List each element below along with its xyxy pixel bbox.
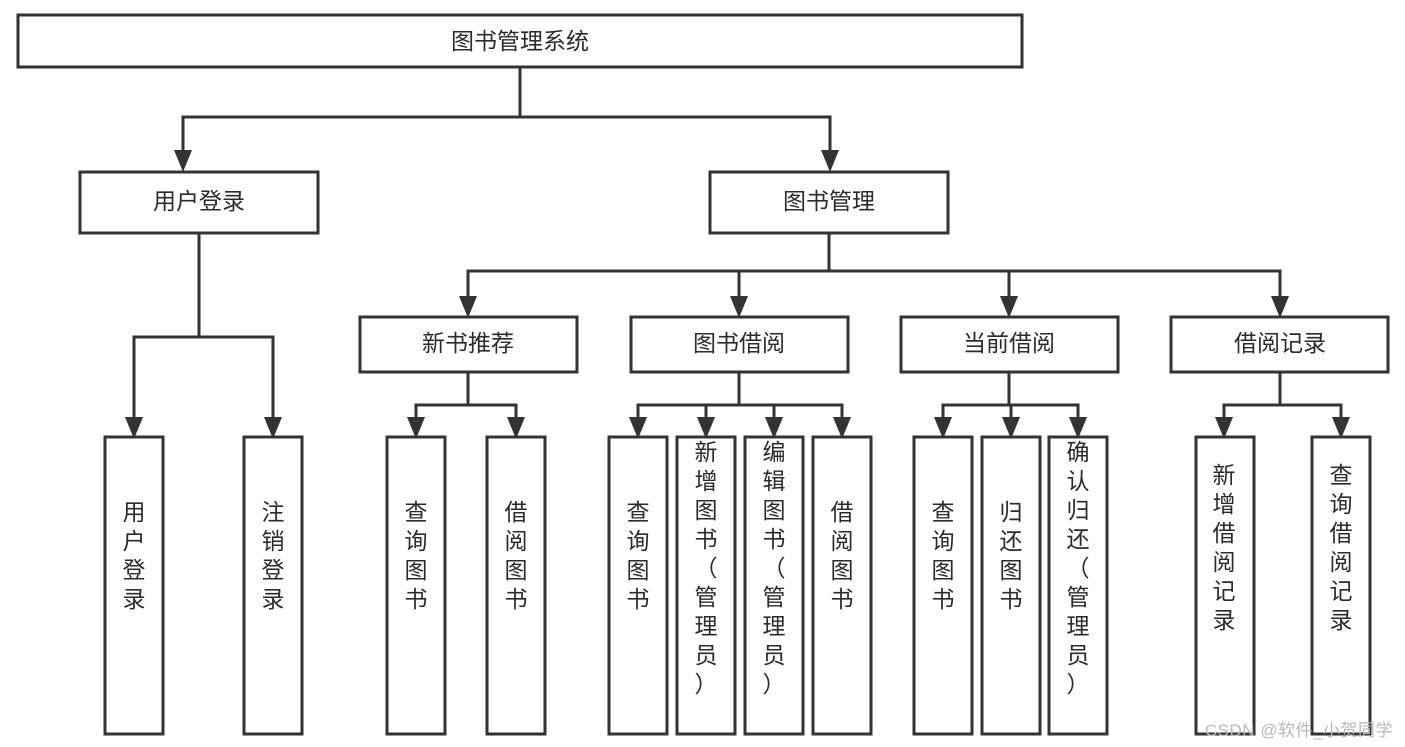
node-leaf-query-book-2-label: 查询图书 [627,499,650,612]
node-leaf-query-book-3-label: 查询图书 [932,499,955,612]
node-new-book-recommend-label: 新书推荐 [422,330,514,356]
node-leaf-add-record[interactable]: 新增借阅记录 [1194,435,1256,736]
node-leaf-borrow-book-2[interactable]: 借阅图书 [811,435,873,736]
node-leaf-confirm-return-label: 确认归还（管理员） [1067,439,1090,697]
node-leaf-query-book-2[interactable]: 查询图书 [607,435,669,736]
connector-bookborrow-to-leaves [629,370,851,439]
node-new-book-recommend[interactable]: 新书推荐 [358,315,579,374]
node-leaf-borrow-book-1-label: 借阅图书 [505,499,528,612]
node-leaf-query-record-label: 查询借阅记录 [1330,462,1353,633]
node-leaf-query-book-3[interactable]: 查询图书 [912,435,974,736]
node-leaf-return-book-label: 归还图书 [1000,499,1023,612]
node-leaf-user-login-label: 用户登录 [123,499,146,612]
connector-root-to-level1 [174,65,839,172]
node-leaf-query-record[interactable]: 查询借阅记录 [1310,435,1372,736]
node-leaf-add-record-label: 新增借阅记录 [1213,462,1236,633]
node-user-login-label: 用户登录 [153,188,245,214]
node-leaf-confirm-return[interactable]: 确认归还（管理员） [1047,435,1109,736]
node-book-management[interactable]: 图书管理 [708,170,950,235]
node-leaf-return-book[interactable]: 归还图书 [980,435,1042,736]
node-leaf-query-book-1[interactable]: 查询图书 [385,435,447,736]
connector-borrowrecord-to-leaves [1215,370,1350,439]
node-leaf-edit-book-label: 编辑图书（管理员） [763,439,786,697]
node-borrow-record-label: 借阅记录 [1234,330,1326,356]
connector-bookmgmt-to-level2 [459,230,1289,318]
node-leaf-add-book-label: 新增图书（管理员） [695,439,718,697]
node-leaf-add-book[interactable]: 新增图书（管理员） [675,435,737,736]
node-leaf-user-login[interactable]: 用户登录 [103,435,165,736]
node-leaf-edit-book[interactable]: 编辑图书（管理员） [743,435,805,736]
node-book-borrow[interactable]: 图书借阅 [629,315,850,374]
node-leaf-borrow-book-2-label: 借阅图书 [831,499,854,612]
node-root-label: 图书管理系统 [451,28,589,54]
node-current-borrow-label: 当前借阅 [963,330,1055,356]
connector-currentborrow-to-leaves [934,370,1087,439]
node-borrow-record[interactable]: 借阅记录 [1169,315,1390,374]
node-leaf-borrow-book-1[interactable]: 借阅图书 [485,435,547,736]
node-book-management-label: 图书管理 [783,188,875,214]
node-book-borrow-label: 图书借阅 [693,330,785,356]
node-current-borrow[interactable]: 当前借阅 [899,315,1120,374]
node-leaf-query-book-1-label: 查询图书 [405,499,428,612]
node-root[interactable]: 图书管理系统 [16,13,1024,69]
node-leaf-user-logout[interactable]: 注销登录 [242,435,304,736]
connector-userlogin-to-leaves [125,231,282,439]
node-user-login[interactable]: 用户登录 [78,170,320,235]
connector-newbook-to-leaves [407,370,525,439]
node-leaf-user-logout-label: 注销登录 [262,499,285,612]
